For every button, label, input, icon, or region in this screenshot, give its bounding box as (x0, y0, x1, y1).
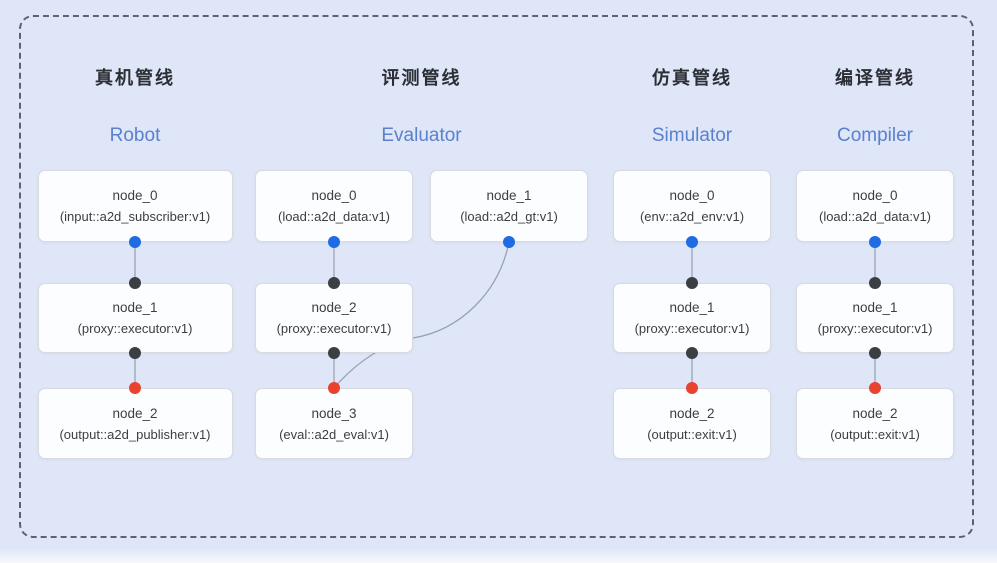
port-dot-black (129, 277, 141, 289)
node-name-label: node_2 (852, 405, 898, 421)
compiler-node-card-1: node_1(proxy::executor:v1) (796, 283, 954, 353)
node-name-label: node_1 (486, 188, 532, 203)
compiler-node-card-0: node_0(load::a2d_data:v1) (796, 170, 954, 242)
evaluator-node-card-3: node_3(eval::a2d_eval:v1) (255, 388, 413, 459)
simulator-node-card-2: node_2(output::exit:v1) (613, 388, 771, 459)
port-dot-black (328, 277, 340, 289)
node-name-label: node_2 (311, 300, 357, 315)
node-name-label: node_1 (669, 300, 715, 315)
node-name-label: node_2 (669, 405, 715, 421)
evaluator-node-card-0: node_0(load::a2d_data:v1) (255, 170, 413, 242)
robot-node-card-1: node_1(proxy::executor:v1) (37, 283, 233, 353)
node-name-label: node_0 (311, 188, 357, 203)
port-dot-black (328, 347, 340, 359)
node-type-label: (load::a2d_data:v1) (277, 209, 391, 224)
compiler-node-card-2: node_2(output::exit:v1) (796, 388, 954, 459)
dashed-border-frame (19, 15, 974, 538)
port-dot-black (686, 277, 698, 289)
evaluator-node-card-2: node_2(proxy::executor:v1) (255, 283, 413, 353)
node-type-label: (output::exit:v1) (647, 426, 737, 442)
port-dot-blue (503, 236, 515, 248)
port-dot-red (328, 382, 340, 394)
pipeline-simulator-title-en: Simulator (651, 125, 733, 146)
node-type-label: (output::exit:v1) (830, 426, 920, 442)
pipeline-evaluator-title-zh: 评测管线 (381, 68, 462, 88)
simulator-node-card-1: node_1(proxy::executor:v1) (613, 283, 771, 353)
pipeline-simulator-title-zh: 仿真管线 (652, 68, 732, 88)
port-dot-black (686, 347, 698, 359)
port-dot-blue (129, 236, 141, 248)
port-dot-blue (869, 236, 881, 248)
pipeline-robot-title-zh: 真机管线 (95, 68, 175, 88)
pipeline-evaluator-title-en: Evaluator (381, 125, 462, 146)
node-name-label: node_1 (852, 300, 898, 315)
node-type-label: (proxy::executor:v1) (77, 321, 193, 336)
port-dot-black (869, 347, 881, 359)
port-dot-blue (328, 236, 340, 248)
robot-node-card-0: node_0(input::a2d_subscriber:v1) (37, 170, 233, 242)
node-type-label: (load::a2d_data:v1) (818, 209, 932, 224)
port-dot-black (129, 347, 141, 359)
node-type-label: (eval::a2d_eval:v1) (279, 426, 389, 442)
port-dot-blue (686, 236, 698, 248)
node-name-label: node_0 (112, 188, 158, 203)
node-name-label: node_3 (311, 405, 357, 421)
node-type-label: (proxy::executor:v1) (634, 321, 750, 336)
pipeline-compiler-title-zh: 编译管线 (835, 68, 915, 88)
node-type-label: (proxy::executor:v1) (817, 321, 933, 336)
node-name-label: node_2 (112, 405, 158, 421)
port-dot-red (869, 382, 881, 394)
node-type-label: (output::a2d_publisher:v1) (59, 426, 211, 442)
node-type-label: (proxy::executor:v1) (276, 321, 392, 336)
edge-curve (333, 241, 510, 389)
node-type-label: (input::a2d_subscriber:v1) (59, 209, 211, 224)
node-name-label: node_0 (669, 188, 715, 203)
port-dot-red (129, 382, 141, 394)
node-name-label: node_1 (112, 300, 158, 315)
pipeline-robot-title-en: Robot (109, 125, 161, 146)
evaluator-node-card-1: node_1(load::a2d_gt:v1) (430, 170, 588, 242)
port-dot-black (869, 277, 881, 289)
pipeline-compiler-title-en: Compiler (836, 125, 914, 146)
node-type-label: (env::a2d_env:v1) (639, 209, 745, 224)
port-dot-red (686, 382, 698, 394)
simulator-node-card-0: node_0(env::a2d_env:v1) (613, 170, 771, 242)
robot-node-card-2: node_2(output::a2d_publisher:v1) (37, 388, 233, 459)
node-name-label: node_0 (852, 188, 898, 203)
node-type-label: (load::a2d_gt:v1) (460, 209, 558, 224)
